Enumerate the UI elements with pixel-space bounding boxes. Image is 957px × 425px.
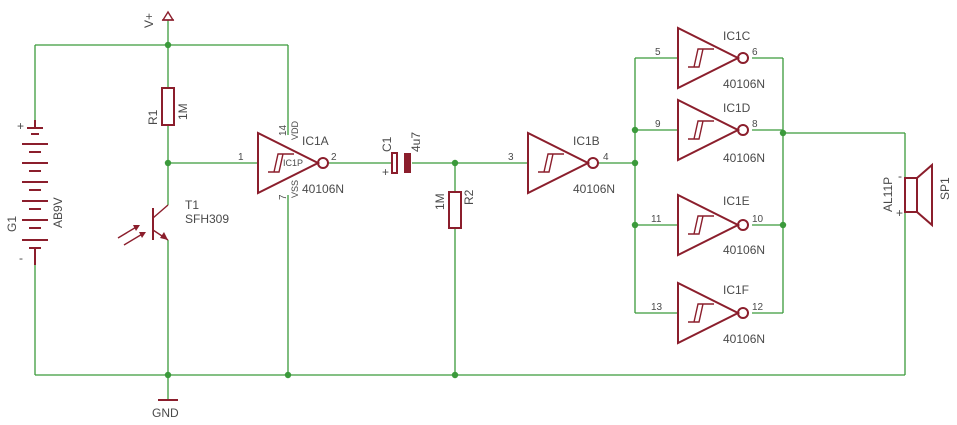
- ic1c-out-pin: 6: [752, 47, 758, 58]
- vdd-label: VDD: [290, 120, 300, 140]
- ic1e-ref: IC1E: [723, 194, 750, 208]
- ic1a-in-pin: 1: [238, 152, 244, 163]
- battery-value: AB9V: [51, 197, 65, 228]
- vss-label: VSS: [290, 180, 300, 198]
- ic1b-ref: IC1B: [573, 134, 600, 148]
- wires: [34, 20, 906, 400]
- gate-ic1c: IC1C 40106N 5 6: [655, 26, 765, 91]
- speaker-sp1: - + AL11P SP1: [881, 162, 952, 228]
- ic1f-out-pin: 12: [752, 302, 764, 313]
- ic1b-part: 40106N: [573, 182, 615, 196]
- c1-value: 4u7: [409, 132, 423, 152]
- battery-plus: +: [17, 119, 24, 133]
- speaker-ref: SP1: [938, 177, 952, 200]
- speaker-minus: -: [898, 169, 902, 183]
- ic1a-ref: IC1A: [302, 134, 329, 148]
- ic1d-out-pin: 8: [752, 119, 758, 130]
- junction-dot: [631, 159, 639, 167]
- speaker-value: AL11P: [881, 177, 895, 212]
- r2-ref: R2: [462, 189, 476, 205]
- vss-pin: 7: [278, 194, 289, 200]
- ic1c-in-pin: 5: [655, 47, 661, 58]
- ground-label: GND: [152, 406, 179, 420]
- junctions: [164, 41, 787, 379]
- battery-g1: + - G1 AB9V: [5, 119, 65, 265]
- ground-symbol: GND: [152, 399, 179, 420]
- ic1-power-unit: IC1P: [283, 158, 303, 168]
- r2-value: 1M: [433, 193, 447, 210]
- gate-ic1f: IC1F 40106N 13 12: [651, 281, 765, 346]
- speaker-plus: +: [896, 206, 903, 220]
- junction-dot: [631, 221, 639, 229]
- gate-ic1b: IC1B 40106N 3 4: [508, 131, 615, 196]
- ic1b-in-pin: 3: [508, 152, 514, 163]
- ic1d-part: 40106N: [723, 151, 765, 165]
- junction-dot: [164, 41, 172, 49]
- resistor-r1: R1 1M: [146, 87, 190, 126]
- r1-ref: R1: [146, 109, 160, 125]
- junction-dot: [779, 221, 787, 229]
- ic1b-out-pin: 4: [603, 152, 609, 163]
- ic1d-in-pin: 9: [655, 119, 661, 130]
- ic1c-part: 40106N: [723, 77, 765, 91]
- battery-minus: -: [19, 251, 23, 265]
- battery-ref: G1: [5, 216, 19, 232]
- junction-dot: [451, 159, 459, 167]
- resistor-r2: 1M R2: [433, 189, 476, 229]
- ic1f-ref: IC1F: [723, 283, 749, 297]
- t1-value: SFH309: [185, 212, 229, 226]
- junction-dot: [164, 159, 172, 167]
- ic1e-out-pin: 10: [752, 214, 764, 225]
- c1-ref: C1: [380, 136, 394, 152]
- ic1f-part: 40106N: [723, 332, 765, 346]
- junction-dot: [451, 371, 459, 379]
- capacitor-c1: + C1 4u7: [380, 132, 423, 179]
- supply-symbol: V+: [142, 10, 175, 28]
- gate-ic1a: IC1A 40106N 1 2 IC1P VDD VSS 14 7: [238, 120, 344, 200]
- junction-dot: [631, 126, 639, 134]
- junction-dot: [164, 371, 172, 379]
- c1-plus: +: [382, 165, 389, 179]
- r1-value: 1M: [176, 103, 190, 120]
- gate-ic1d: IC1D 40106N 9 8: [655, 98, 765, 165]
- t1-ref: T1: [185, 198, 199, 212]
- junction-dot: [779, 129, 787, 137]
- ic1e-in-pin: 11: [651, 214, 662, 225]
- ic1a-out-pin: 2: [331, 152, 337, 163]
- phototransistor-t1: T1 SFH309: [117, 198, 229, 246]
- gate-ic1e: IC1E 40106N 11 10: [651, 193, 765, 257]
- ic1a-part: 40106N: [302, 182, 344, 196]
- supply-label: V+: [142, 13, 156, 28]
- ic1d-ref: IC1D: [723, 101, 751, 115]
- ic1c-ref: IC1C: [723, 29, 751, 43]
- junction-dot: [284, 371, 292, 379]
- ic1f-in-pin: 13: [651, 302, 663, 313]
- ic1e-part: 40106N: [723, 243, 765, 257]
- vdd-pin: 14: [278, 124, 289, 136]
